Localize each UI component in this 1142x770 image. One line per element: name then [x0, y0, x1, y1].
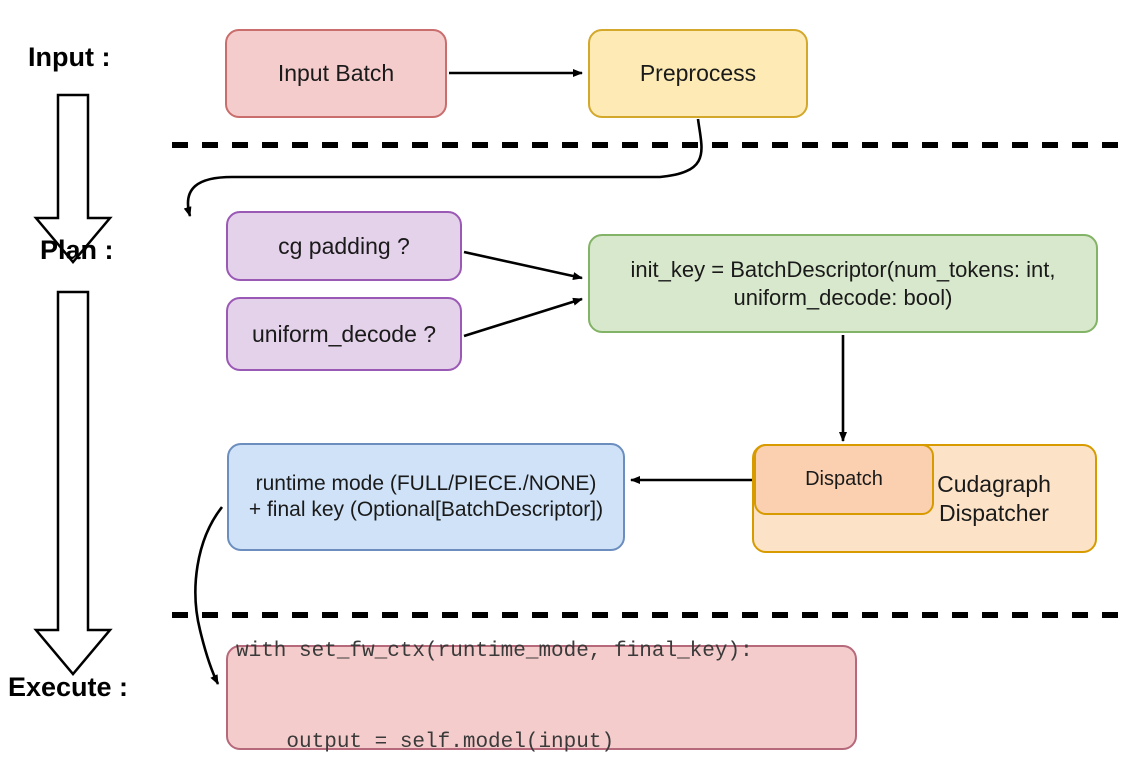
- node-cudagraph-dispatcher-line2: Dispatcher: [939, 499, 1049, 526]
- node-init-key-line2: uniform_decode: bool): [733, 284, 953, 310]
- node-dispatch[interactable]: Dispatch: [754, 444, 934, 515]
- stage-label-input: Input :: [28, 42, 111, 72]
- node-uniform-decode[interactable]: uniform_decode ?: [226, 297, 462, 371]
- edge-preprocess-to-cg-padding: [183, 118, 703, 217]
- node-cudagraph-dispatcher-line1: Cudagraph: [937, 470, 1051, 497]
- edge-cg-padding-to-init-key: [463, 250, 583, 280]
- stage-label-plan: Plan :: [40, 235, 114, 265]
- node-runtime-mode-line1: runtime mode (FULL/PIECE./NONE): [255, 471, 597, 495]
- node-init-key[interactable]: init_key = BatchDescriptor(num_tokens: i…: [588, 234, 1098, 333]
- edge-uniform-decode-to-init-key: [463, 297, 583, 338]
- node-runtime-mode-line2: + final key (Optional[BatchDescriptor]): [248, 498, 604, 521]
- node-code-line1: with set_fw_ctx(runtime_mode, final_key)…: [236, 639, 753, 663]
- stage-label-execute: Execute :: [8, 672, 129, 702]
- node-preprocess[interactable]: Preprocess: [588, 29, 808, 118]
- edge-runtime-mode-to-code: [194, 506, 224, 685]
- node-input-batch[interactable]: Input Batch: [225, 29, 447, 118]
- node-init-key-line1: init_key = BatchDescriptor(num_tokens: i…: [630, 256, 1056, 282]
- input-to-plan-flow-arrow: [33, 93, 113, 264]
- node-code-block[interactable]: with set_fw_ctx(runtime_mode, final_key)…: [226, 640, 857, 754]
- node-cg-padding[interactable]: cg padding ?: [226, 211, 462, 281]
- node-runtime-mode[interactable]: runtime mode (FULL/PIECE./NONE) + final …: [227, 443, 625, 551]
- plan-to-execute-flow-arrow: [33, 290, 113, 676]
- node-code-line2: output = self.model(input): [236, 730, 615, 754]
